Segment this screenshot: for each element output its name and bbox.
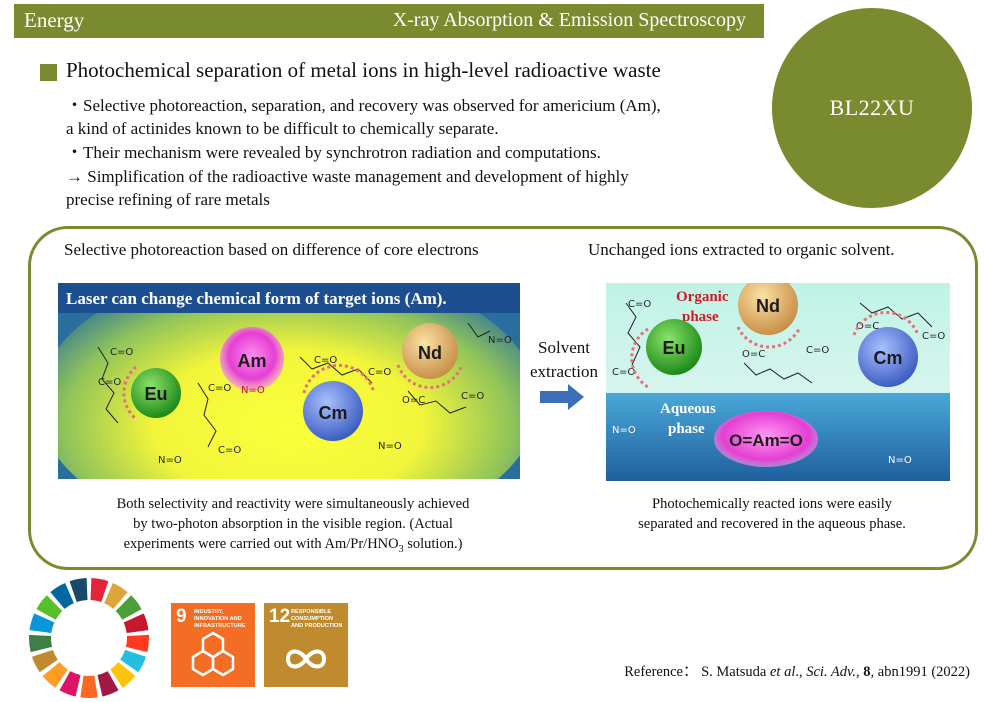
sdg-wheel-segment	[80, 675, 98, 698]
ion-cm-right: Cm	[873, 348, 902, 368]
svg-text:N=O: N=O	[378, 441, 402, 452]
sdg-wheel-segment	[115, 595, 142, 620]
cubes-icon	[191, 631, 235, 677]
laser-banner: Laser can change chemical form of target…	[66, 289, 447, 308]
photoreaction-figure: Laser can change chemical form of target…	[58, 283, 520, 479]
svg-text:C=O: C=O	[461, 391, 484, 402]
bullet-line-3: ・Their mechanism were revealed by synchr…	[66, 143, 601, 162]
svg-text:C=O: C=O	[806, 345, 829, 356]
bullet-line-2: a kind of actinides known to be difficul…	[66, 119, 499, 138]
extraction-figure: C=O C=O O=C C=O O=C C=O N=O N=O Organic …	[606, 283, 950, 481]
sdg-wheel-segment	[42, 662, 68, 688]
right-caption: Photochemically reacted ions were easily…	[638, 496, 906, 532]
category-label: Energy	[24, 8, 85, 32]
bullet-line-5: precise refining of rare metals	[66, 190, 270, 209]
svg-text:N=O: N=O	[612, 425, 636, 436]
ion-nd: Nd	[418, 343, 442, 363]
svg-text:N=O: N=O	[488, 335, 512, 346]
svg-text:O=C: O=C	[856, 321, 879, 332]
sdg-wheel-segment	[69, 578, 88, 603]
bullet-line-4: → Simplification of the radioactive wast…	[66, 167, 629, 186]
svg-text:C=O: C=O	[98, 377, 121, 388]
aqueous-label-1: Aqueous	[660, 401, 716, 417]
ion-amo2: O=Am=O	[729, 431, 803, 450]
right-arrow-icon	[540, 384, 584, 415]
sdg-wheel-segment	[110, 662, 136, 688]
sdg-wheel-segment	[125, 634, 149, 653]
ion-nd-right: Nd	[756, 296, 780, 316]
beamline-label: BL22XU	[829, 95, 915, 120]
sdg-wheel-segment	[120, 649, 147, 673]
sdg-wheel-segment	[90, 578, 109, 603]
sdg-12-tile: 12 RESPONSIBLE CONSUMPTION AND PRODUCTIO…	[264, 603, 348, 687]
sdg-9-tile: 9 INDUSTRY, INNOVATION AND INFRASTRUCTUR…	[171, 603, 255, 687]
svg-text:C=O: C=O	[612, 367, 635, 378]
right-heading: Unchanged ions extracted to organic solv…	[588, 240, 895, 259]
technique-label: X-ray Absorption & Emission Spectroscopy	[392, 9, 746, 31]
header-bar: Energy X-ray Absorption & Emission Spect…	[14, 4, 764, 38]
sdg-wheel-segment	[29, 634, 53, 653]
svg-text:N=O: N=O	[241, 385, 265, 396]
sdg-wheel-segment	[123, 613, 149, 633]
svg-text:C=O: C=O	[218, 445, 241, 456]
svg-text:C=O: C=O	[922, 331, 945, 342]
infinity-icon	[285, 649, 327, 669]
svg-text:O=C: O=C	[402, 395, 425, 406]
organic-label-1: Organic	[676, 289, 729, 305]
bullet-line-1: ・Selective photoreaction, separation, an…	[66, 96, 661, 115]
sdg-wheel-icon	[24, 576, 154, 702]
sdg-wheel-segment	[31, 649, 58, 673]
ion-cm: Cm	[318, 403, 347, 423]
title-bullet	[40, 64, 57, 81]
svg-text:C=O: C=O	[628, 299, 651, 310]
svg-text:C=O: C=O	[314, 355, 337, 366]
sdg-wheel-segment	[59, 671, 81, 697]
sdg-wheel-segment	[104, 582, 128, 609]
organic-label-2: phase	[682, 309, 719, 325]
svg-text:N=O: N=O	[158, 455, 182, 466]
left-heading: Selective photoreaction based on differe…	[64, 240, 479, 259]
figure-box	[28, 226, 978, 570]
left-caption: Both selectivity and reactivity were sim…	[116, 496, 470, 555]
page-title: Photochemical separation of metal ions i…	[66, 58, 661, 82]
solvent-line-1: Solvent	[538, 338, 590, 357]
sdg-wheel-segment	[29, 613, 55, 633]
svg-text:N=O: N=O	[888, 455, 912, 466]
ion-eu-right: Eu	[662, 338, 685, 358]
sdg-wheel-segment	[50, 582, 74, 609]
solvent-line-2: extraction	[530, 362, 598, 381]
svg-text:C=O: C=O	[110, 347, 133, 358]
aqueous-label-2: phase	[668, 421, 705, 437]
reference: Reference： S. Matsuda et al., Sci. Adv.,…	[624, 664, 970, 680]
svg-text:C=O: C=O	[208, 383, 231, 394]
solvent-extraction-label: Solvent extraction	[522, 336, 606, 384]
sdg-wheel-segment	[97, 671, 119, 697]
svg-text:C=O: C=O	[368, 367, 391, 378]
ion-am: Am	[237, 351, 266, 371]
sdg-wheel-segment	[36, 595, 63, 620]
beamline-badge: BL22XU	[772, 8, 972, 208]
ion-eu: Eu	[144, 384, 167, 404]
svg-text:O=C: O=C	[742, 349, 765, 360]
